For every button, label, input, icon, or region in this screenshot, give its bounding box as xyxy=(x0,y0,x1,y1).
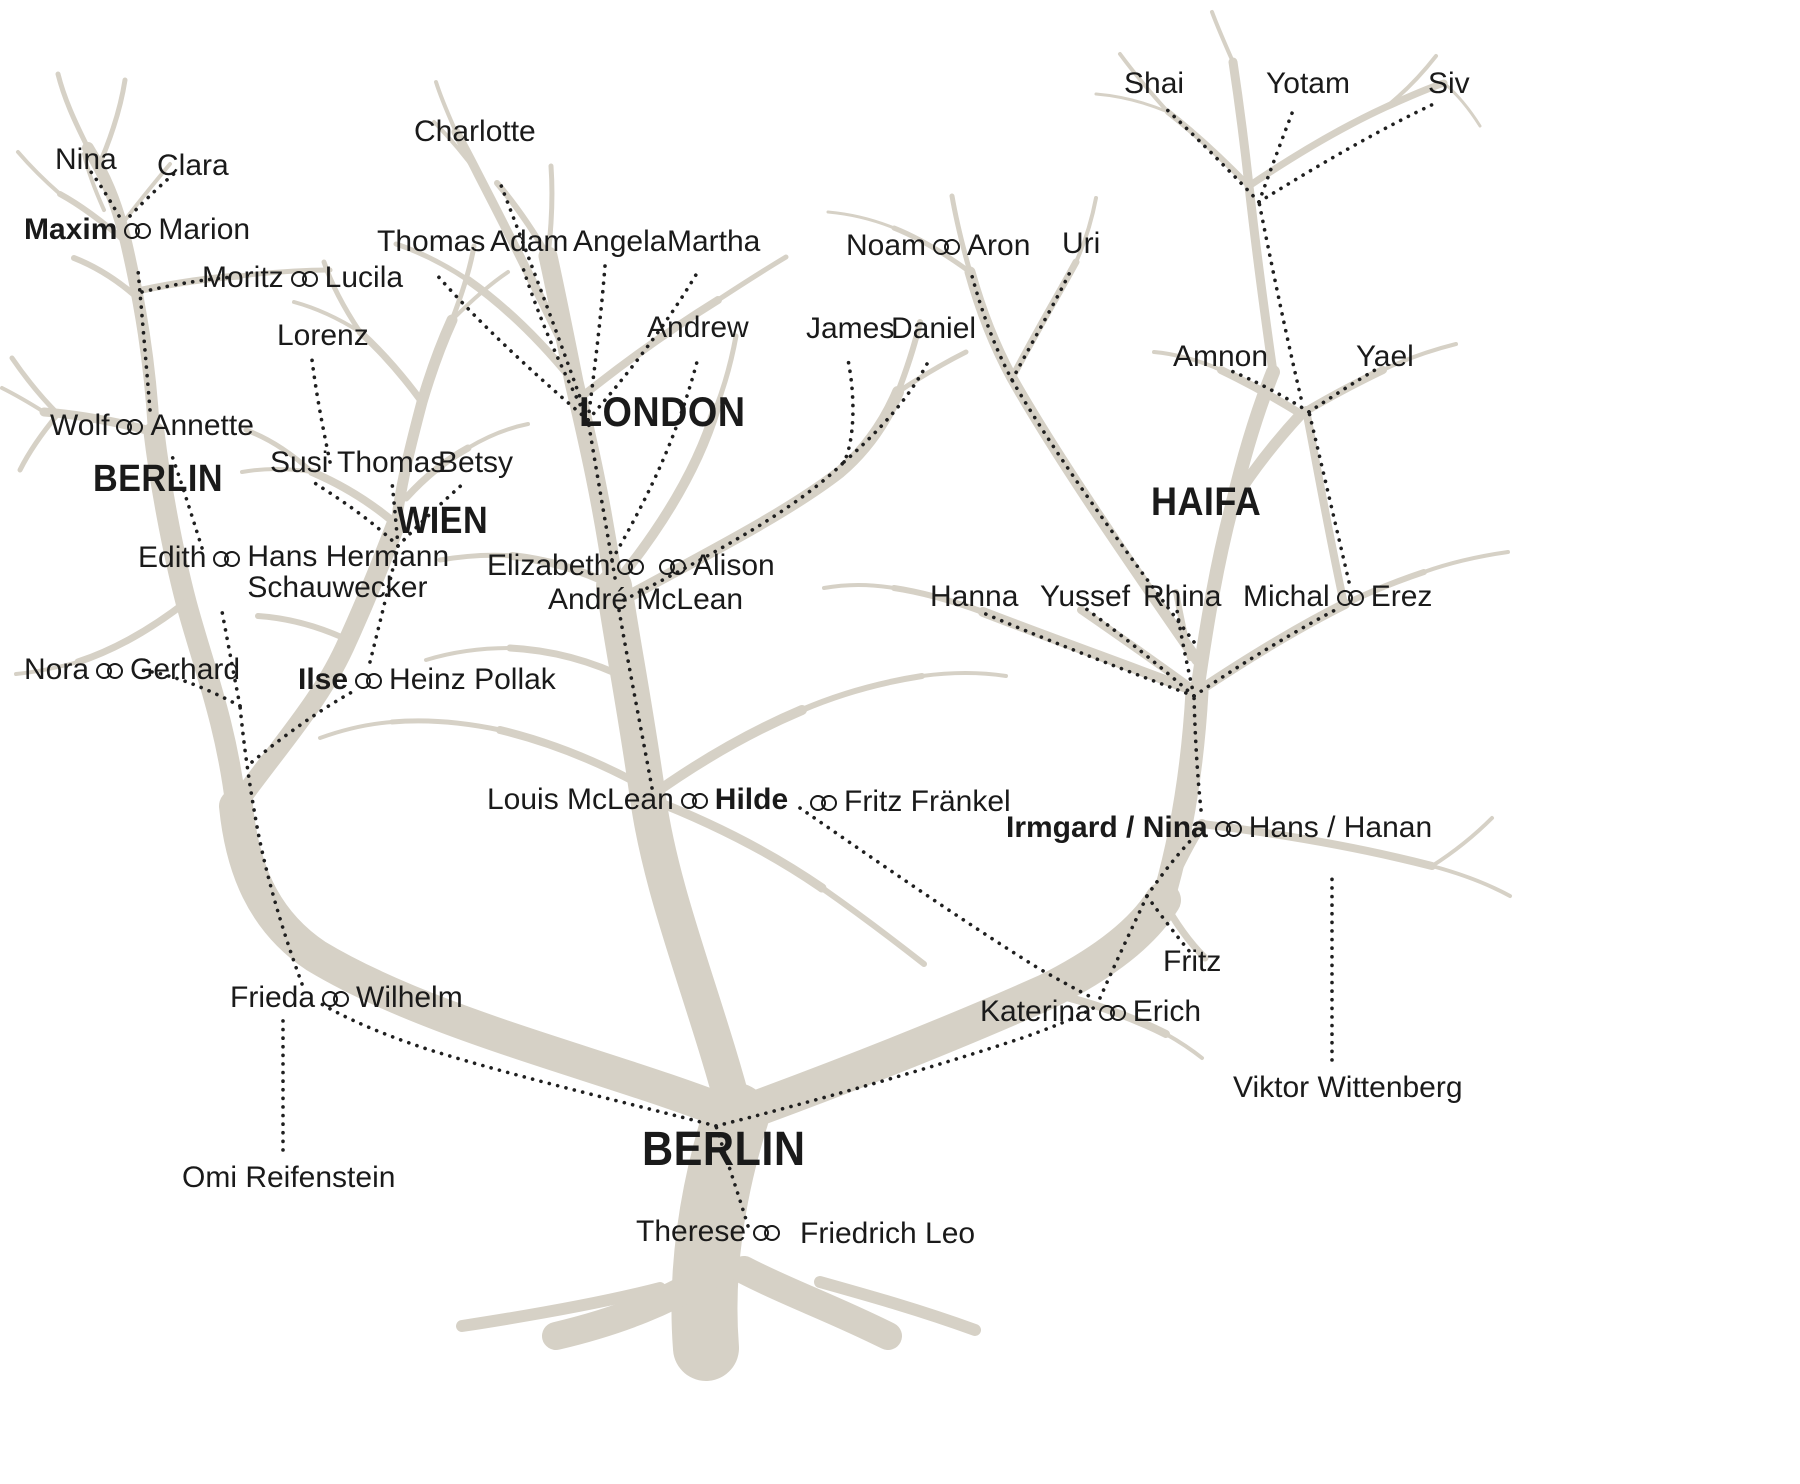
person-frieda: Frieda xyxy=(230,981,316,1014)
person-therese: Therese xyxy=(636,1215,747,1248)
marriage-icon xyxy=(124,222,152,239)
person-elizabeth-married: Elizabeth xyxy=(487,550,651,582)
city-haifa: HAIFA xyxy=(1151,480,1262,524)
person-moritz: Moritz xyxy=(202,261,284,294)
person-susi: Susi xyxy=(270,446,329,479)
marriage-icon xyxy=(322,990,350,1007)
person-yotam: Yotam xyxy=(1266,67,1350,100)
person-friedrich-leo: Friedrich Leo xyxy=(800,1217,976,1250)
person-rhina: Rhina xyxy=(1143,580,1222,613)
person-hans-hermann-schauwecker: Hans Hermann Schauwecker xyxy=(247,540,450,604)
person-heinz-pollak: Heinz Pollak xyxy=(389,663,556,696)
person-thomas-london: Thomas xyxy=(377,225,486,258)
person-clara: Clara xyxy=(157,149,229,182)
marriage-icon xyxy=(753,1224,781,1241)
person-fritz-fraenkel: Fritz Fränkel xyxy=(844,785,1011,818)
city-berlin-top: BERLIN xyxy=(93,458,224,500)
person-alison-married: Alison xyxy=(652,550,775,582)
marriage-icon xyxy=(1098,1004,1126,1021)
couple-noam-aron: Noam Aron xyxy=(846,230,1030,262)
person-andrew: Andrew xyxy=(647,311,749,344)
person-hanna: Hanna xyxy=(930,580,1019,613)
annotation-viktor-wittenberg: Viktor Wittenberg xyxy=(1233,1071,1463,1104)
marriage-icon xyxy=(290,270,318,287)
person-irmgard-nina: Irmgard / Nina xyxy=(1006,811,1208,844)
couple-frieda-wilhelm: Frieda Wilhelm xyxy=(230,982,463,1014)
couple-wolf-annette: Wolf Annette xyxy=(50,410,254,442)
lineage-dotted-lines xyxy=(86,100,1440,1228)
person-lucila: Lucila xyxy=(324,261,404,294)
person-nina: Nina xyxy=(55,143,117,176)
person-hans-hanan: Hans / Hanan xyxy=(1248,811,1433,844)
person-andre-mclean: André McLean xyxy=(548,583,744,616)
person-katerina: Katerina xyxy=(980,995,1092,1028)
person-elizabeth: Elizabeth xyxy=(487,549,611,582)
couple-louis-hilde: Louis McLean Hilde xyxy=(487,784,788,816)
couple-edith-schauwecker: Edith Hans Hermann Schauwecker xyxy=(138,540,450,604)
marriage-icon xyxy=(116,418,144,435)
couple-ilse-heinz: Ilse Heinz Pollak xyxy=(298,664,556,696)
tree-branches xyxy=(0,10,1512,1381)
person-ilse: Ilse xyxy=(298,663,349,696)
person-siv: Siv xyxy=(1428,67,1470,100)
person-yussef: Yussef xyxy=(1040,580,1131,613)
marriage-icon xyxy=(810,794,837,811)
marriage-icon xyxy=(355,672,383,689)
person-lorenz: Lorenz xyxy=(277,319,369,352)
person-james: James xyxy=(806,312,895,345)
person-adam: Adam xyxy=(490,225,569,258)
marriage-icon xyxy=(659,558,686,575)
couple-maxim-marion: Maxim Marion xyxy=(24,214,250,246)
person-erich: Erich xyxy=(1132,995,1202,1028)
person-aron: Aron xyxy=(967,229,1031,262)
person-fritz-fraenkel-married: Fritz Fränkel xyxy=(803,786,1011,818)
person-edith: Edith xyxy=(138,541,207,574)
couple-irmgard-hans: Irmgard / Nina Hans / Hanan xyxy=(1006,812,1432,844)
person-alison: Alison xyxy=(693,549,775,582)
couple-nora-gerhard: Nora Gerhard xyxy=(24,654,240,686)
person-betsy: Betsy xyxy=(438,446,514,479)
city-wien: WIEN xyxy=(397,500,489,542)
person-amnon: Amnon xyxy=(1173,340,1269,373)
person-gerhard: Gerhard xyxy=(130,653,241,686)
person-maxim: Maxim xyxy=(24,213,118,246)
city-berlin-bottom: BERLIN xyxy=(642,1123,806,1176)
person-louis-mclean: Louis McLean xyxy=(487,783,674,816)
person-wilhelm: Wilhelm xyxy=(356,981,463,1014)
person-noam: Noam xyxy=(846,229,927,262)
person-fritz: Fritz xyxy=(1163,945,1222,978)
person-daniel: Daniel xyxy=(891,312,977,345)
person-therese-married: Therese xyxy=(636,1216,787,1248)
marriage-icon xyxy=(617,558,645,575)
marriage-icon xyxy=(96,662,124,679)
person-uri: Uri xyxy=(1062,227,1101,260)
marriage-icon xyxy=(933,238,961,255)
person-wolf: Wolf xyxy=(50,409,110,442)
marriage-icon xyxy=(1336,589,1364,606)
marriage-icon xyxy=(213,551,241,567)
person-erez: Erez xyxy=(1370,580,1433,613)
couple-michal-erez: Michal Erez xyxy=(1243,581,1432,613)
couple-moritz-lucila: Moritz Lucila xyxy=(202,262,403,294)
person-nora: Nora xyxy=(24,653,90,686)
person-marion: Marion xyxy=(158,213,251,246)
person-michal: Michal xyxy=(1243,580,1330,613)
marriage-icon xyxy=(1214,820,1242,837)
annotation-omi-reifenstein: Omi Reifenstein xyxy=(182,1161,396,1194)
marriage-icon xyxy=(680,792,708,809)
person-angela: Angela xyxy=(573,225,667,258)
person-yael: Yael xyxy=(1356,340,1414,373)
city-london: LONDON xyxy=(579,388,746,435)
person-annette: Annette xyxy=(150,409,254,442)
person-charlotte: Charlotte xyxy=(414,115,536,148)
couple-katerina-erich: Katerina Erich xyxy=(980,996,1201,1028)
person-shai: Shai xyxy=(1124,67,1185,100)
person-thomas-wien: Thomas xyxy=(337,446,446,479)
person-martha: Martha xyxy=(667,225,761,258)
person-hilde: Hilde xyxy=(714,783,789,816)
